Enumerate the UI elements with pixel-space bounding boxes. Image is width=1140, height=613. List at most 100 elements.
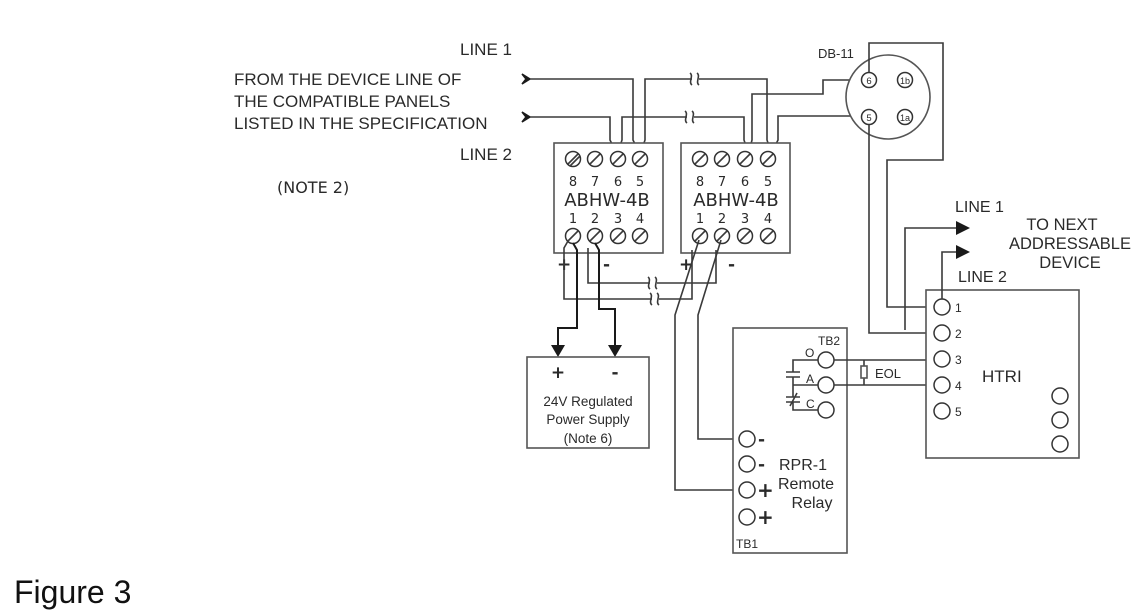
wire-plus-bus-m1 — [563, 240, 652, 300]
module-1-term-1-label: 1 — [569, 212, 577, 227]
htri-aux-terminal — [1051, 411, 1069, 429]
wire-db11-pin5-to-htri-2 — [868, 125, 934, 334]
next-line2-label: LINE 2 — [958, 269, 1007, 286]
wire-m2-to-db11-pin6 — [748, 79, 860, 153]
wire-m2-term1-to-relay-plus — [674, 239, 739, 491]
db11-pin-1b — [896, 71, 914, 89]
next-line1-label: LINE 1 — [955, 199, 1004, 216]
htri-name: HTRI — [982, 367, 1022, 386]
psu-minus-label: - — [611, 363, 618, 383]
module-2-term-3-label: 3 — [741, 212, 749, 227]
relay-tb2-label: TB2 — [818, 334, 840, 348]
relay-tb1-sign-4: + — [757, 505, 774, 529]
wire-break-symbol — [689, 72, 700, 86]
db11-pin-1b-label: 1b — [900, 76, 910, 86]
line1-out-arrow-icon — [956, 221, 970, 235]
module-2-term-7-label: 7 — [718, 175, 726, 190]
relay-tb1-sign-1: - — [758, 430, 765, 450]
module-2-bottom-terminals — [691, 227, 777, 245]
htri-terminal-5-label: 5 — [955, 405, 962, 419]
relay-tb2-o-terminal — [817, 351, 835, 369]
module-1-term-4-label: 4 — [636, 212, 644, 227]
htri-box — [925, 289, 1080, 459]
htri-terminal-1-label: 1 — [955, 301, 962, 315]
wire-line1-to-m2 — [699, 78, 772, 153]
module-1-term-8-label: 8 — [569, 175, 577, 190]
htri-terminal-1 — [933, 298, 951, 316]
psu-line-1: 24V Regulated — [543, 394, 632, 409]
module-2-term-2-label: 2 — [718, 212, 726, 227]
module-1-top-terminals — [564, 150, 649, 168]
relay-name-line-3: Relay — [792, 495, 833, 512]
module-1-term-5-label: 5 — [636, 175, 644, 190]
db11-pin-5 — [860, 108, 878, 126]
htri-aux-terminal — [1051, 387, 1069, 405]
power-supply-box — [526, 356, 650, 449]
figure-caption: Figure 3 — [14, 574, 131, 610]
db11-pin-6 — [860, 71, 878, 89]
next-device-line-1: TO NEXT — [1026, 216, 1097, 234]
wire-m1-minus-to-psu — [594, 242, 616, 345]
eol-label: EOL — [875, 366, 901, 381]
db11-pin-6-label: 6 — [866, 76, 871, 87]
module-1-term-2-label: 2 — [591, 212, 599, 227]
module-2-name: ABHW-4B — [693, 190, 779, 211]
relay-tb1-sign-2: - — [758, 455, 765, 475]
db11-pin-1a-label: 1a — [900, 113, 910, 123]
psu-plus-label: + — [551, 363, 565, 383]
psu-line-3: (Note 6) — [564, 431, 613, 446]
next-device-line-3: DEVICE — [1039, 254, 1100, 272]
next-device-line-2: ADDRESSABLE — [1009, 235, 1131, 253]
relay-name-line-1: RPR-1 — [779, 457, 827, 474]
source-desc-line-2: THE COMPATIBLE PANELS — [234, 92, 450, 111]
wire-plus-bus-m2 — [659, 250, 693, 300]
htri-terminal-4-label: 4 — [955, 379, 962, 393]
relay-tb1-terminal-3 — [738, 481, 756, 499]
relay-tb1-terminal-2 — [738, 455, 756, 473]
db11-connector — [845, 54, 931, 140]
wire-line1-m1-out — [640, 78, 692, 153]
wire-m2-term2-to-relay-minus — [697, 239, 739, 440]
module-2-term-6-label: 6 — [741, 175, 749, 190]
line2-out-arrow-icon — [956, 245, 970, 259]
wire-break-symbol — [684, 110, 695, 124]
wire-minus-bus-m1 — [587, 248, 650, 284]
wire-db11-pin6-to-htri-1 — [868, 42, 944, 308]
relay-tb2-o-label: O — [805, 346, 814, 360]
source-desc-line-1: FROM THE DEVICE LINE OF — [234, 70, 461, 89]
db11-pin-1a — [896, 108, 914, 126]
module-2-top-terminals — [691, 150, 777, 168]
relay-tb2-a-terminal — [817, 376, 835, 394]
note-2-label: (NOTE 2) — [277, 178, 349, 197]
module-2-term-5-label: 5 — [764, 175, 772, 190]
source-line1-label: LINE 1 — [460, 40, 512, 59]
wire-line1-in — [530, 78, 640, 153]
db11-pin-5-label: 5 — [866, 113, 871, 124]
relay-tb2-a-label: A — [806, 372, 814, 386]
wire-break-symbol — [649, 292, 660, 306]
htri-terminal-5 — [933, 402, 951, 420]
module-1-bottom-terminals — [564, 227, 649, 245]
db11-label: DB-11 — [818, 46, 854, 61]
module-1-term-6-label: 6 — [614, 175, 622, 190]
htri-terminal-2 — [933, 324, 951, 342]
htri-terminal-3 — [933, 350, 951, 368]
module-2-term-4-label: 4 — [764, 212, 772, 227]
psu-minus-arrow-icon — [608, 345, 622, 357]
wire-break-symbol — [647, 276, 658, 290]
eol-resistor-icon — [860, 365, 868, 379]
relay-tb1-terminal-4 — [738, 508, 756, 526]
psu-line-2: Power Supply — [546, 412, 630, 427]
wire-m1-plus-to-psu — [557, 242, 578, 345]
relay-tb1-label: TB1 — [736, 537, 758, 551]
relay-name-line-2: Remote — [778, 476, 834, 493]
relay-contact-symbol-icon — [786, 359, 818, 411]
module-2-minus-label: - — [728, 255, 735, 275]
wire-minus-bus-m2 — [657, 250, 717, 284]
line1-input-chevron-icon — [521, 73, 532, 85]
htri-terminal-2-label: 2 — [955, 327, 962, 341]
relay-tb2-c-label: C — [806, 397, 815, 411]
htri-terminal-3-label: 3 — [955, 353, 962, 367]
relay-tb2-c-terminal — [817, 401, 835, 419]
